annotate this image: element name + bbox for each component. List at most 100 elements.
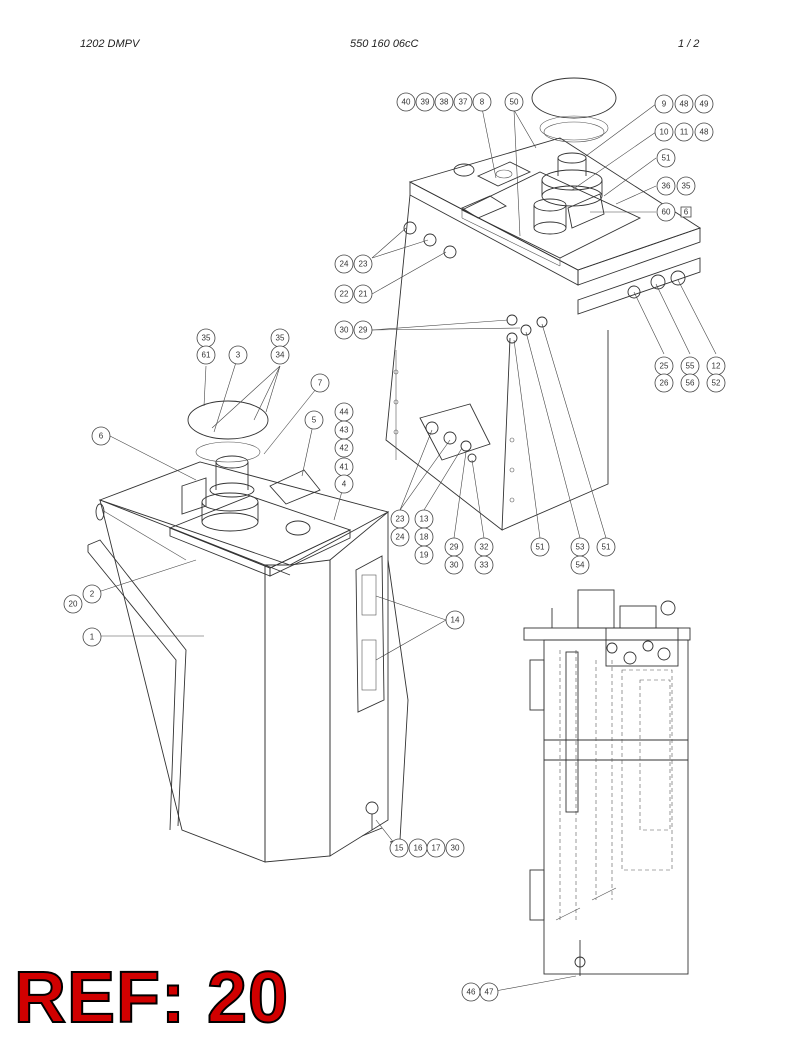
callout-circle bbox=[334, 254, 354, 274]
boxed-label-b6: 6 bbox=[680, 206, 692, 218]
callout-number: 9 bbox=[662, 100, 667, 109]
callout-c1: 1 bbox=[82, 627, 102, 647]
callout-circle bbox=[654, 122, 674, 142]
callout-number: 35 bbox=[202, 334, 211, 343]
callout-number: 12 bbox=[712, 362, 721, 371]
callout-c23b: 23 bbox=[390, 509, 410, 529]
callout-circle bbox=[474, 555, 494, 575]
callout-number: 54 bbox=[576, 561, 585, 570]
callout-circle bbox=[396, 92, 416, 112]
callout-number: 46 bbox=[467, 988, 476, 997]
callout-number: 55 bbox=[686, 362, 695, 371]
callout-circle bbox=[63, 594, 83, 614]
callout-c11: 11 bbox=[674, 122, 694, 142]
callout-number: 48 bbox=[680, 100, 689, 109]
callout-c46: 46 bbox=[461, 982, 481, 1002]
callout-c19: 19 bbox=[414, 545, 434, 565]
callout-number: 23 bbox=[359, 260, 368, 269]
callout-number: 37 bbox=[459, 98, 468, 107]
callout-circle bbox=[444, 555, 464, 575]
callout-circle bbox=[654, 94, 674, 114]
callout-circle bbox=[504, 92, 524, 112]
callout-circle bbox=[530, 537, 550, 557]
boxed-labels: 6 bbox=[680, 206, 692, 218]
callout-c13: 13 bbox=[414, 509, 434, 529]
callout-c35a: 35 bbox=[676, 176, 696, 196]
callout-number: 42 bbox=[340, 444, 349, 453]
callout-circle bbox=[304, 410, 324, 430]
callout-c35b: 35 bbox=[196, 328, 216, 348]
callout-c55: 55 bbox=[680, 356, 700, 376]
callout-circle bbox=[415, 92, 435, 112]
callout-number: 29 bbox=[450, 543, 459, 552]
reference-label: REF: 20 bbox=[13, 958, 290, 1038]
callout-number: 4 bbox=[342, 480, 347, 489]
callout-number: 48 bbox=[700, 128, 709, 137]
side-view-section bbox=[523, 589, 691, 976]
callout-c51a: 51 bbox=[656, 148, 676, 168]
callout-number: 33 bbox=[480, 561, 489, 570]
callout-circle bbox=[596, 537, 616, 557]
callout-number: 30 bbox=[451, 844, 460, 853]
page-number: 1 / 2 bbox=[678, 38, 700, 50]
callout-number: 7 bbox=[318, 379, 323, 388]
callout-circle bbox=[353, 284, 373, 304]
callout-number: 2 bbox=[90, 590, 95, 599]
callout-circle bbox=[453, 92, 473, 112]
callout-c44: 44 bbox=[334, 402, 354, 422]
callout-c30a: 30 bbox=[334, 320, 354, 340]
callout-number: 49 bbox=[700, 100, 709, 109]
callout-number: 51 bbox=[602, 543, 611, 552]
callout-circle bbox=[654, 373, 674, 393]
callout-circle bbox=[694, 122, 714, 142]
callout-c24a: 24 bbox=[334, 254, 354, 274]
callout-c9: 9 bbox=[654, 94, 674, 114]
callout-number: 35 bbox=[682, 182, 691, 191]
callout-circle bbox=[676, 176, 696, 196]
callout-c48b: 48 bbox=[694, 122, 714, 142]
callout-circle bbox=[334, 320, 354, 340]
callout-circle bbox=[472, 92, 492, 112]
callout-circle bbox=[334, 438, 354, 458]
model-name: 1202 DMPV bbox=[80, 38, 140, 50]
callout-number: 30 bbox=[340, 326, 349, 335]
callout-number: 23 bbox=[396, 515, 405, 524]
callout-c24b: 24 bbox=[390, 527, 410, 547]
callout-circle bbox=[694, 94, 714, 114]
callout-c49: 49 bbox=[694, 94, 714, 114]
callout-c37: 37 bbox=[453, 92, 473, 112]
callout-c3: 3 bbox=[228, 345, 248, 365]
callout-number: 61 bbox=[202, 351, 211, 360]
callout-c56: 56 bbox=[680, 373, 700, 393]
callout-c51c: 51 bbox=[596, 537, 616, 557]
boxed-label-frame bbox=[680, 206, 692, 218]
callout-number: 51 bbox=[536, 543, 545, 552]
callout-c5: 5 bbox=[304, 410, 324, 430]
left-tank-assembly bbox=[87, 400, 409, 863]
callout-circle bbox=[674, 94, 694, 114]
callout-circle bbox=[82, 627, 102, 647]
callout-c51b: 51 bbox=[530, 537, 550, 557]
callout-c21: 21 bbox=[353, 284, 373, 304]
callout-c34: 34 bbox=[270, 345, 290, 365]
callout-c40: 40 bbox=[396, 92, 416, 112]
callout-number: 1 bbox=[90, 633, 95, 642]
callout-circle bbox=[680, 373, 700, 393]
callout-circle bbox=[82, 584, 102, 604]
callout-number: 47 bbox=[485, 988, 494, 997]
callout-c29b: 29 bbox=[444, 537, 464, 557]
callout-number: 19 bbox=[420, 551, 429, 560]
callout-number: 41 bbox=[340, 463, 349, 472]
callout-number: 21 bbox=[359, 290, 368, 299]
callout-circle bbox=[310, 373, 330, 393]
callout-c30c: 30 bbox=[445, 838, 465, 858]
callout-c17: 17 bbox=[426, 838, 446, 858]
callout-c43: 43 bbox=[334, 420, 354, 440]
callout-circle bbox=[334, 474, 354, 494]
callout-number: 44 bbox=[340, 408, 349, 417]
callout-c32: 32 bbox=[474, 537, 494, 557]
callout-circle bbox=[228, 345, 248, 365]
callout-c41: 41 bbox=[334, 457, 354, 477]
callout-number: 10 bbox=[660, 128, 669, 137]
